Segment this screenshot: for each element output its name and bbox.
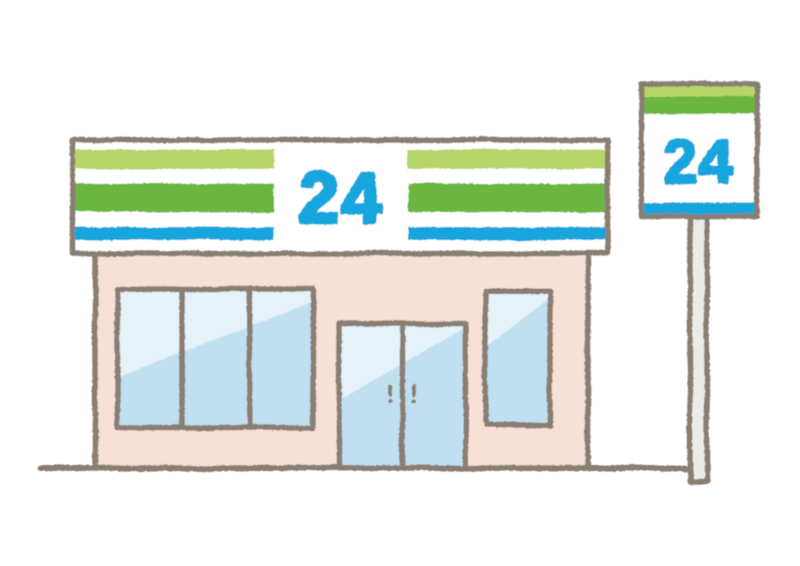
svg-text:24: 24 <box>299 159 383 239</box>
svg-text:24: 24 <box>664 127 735 195</box>
